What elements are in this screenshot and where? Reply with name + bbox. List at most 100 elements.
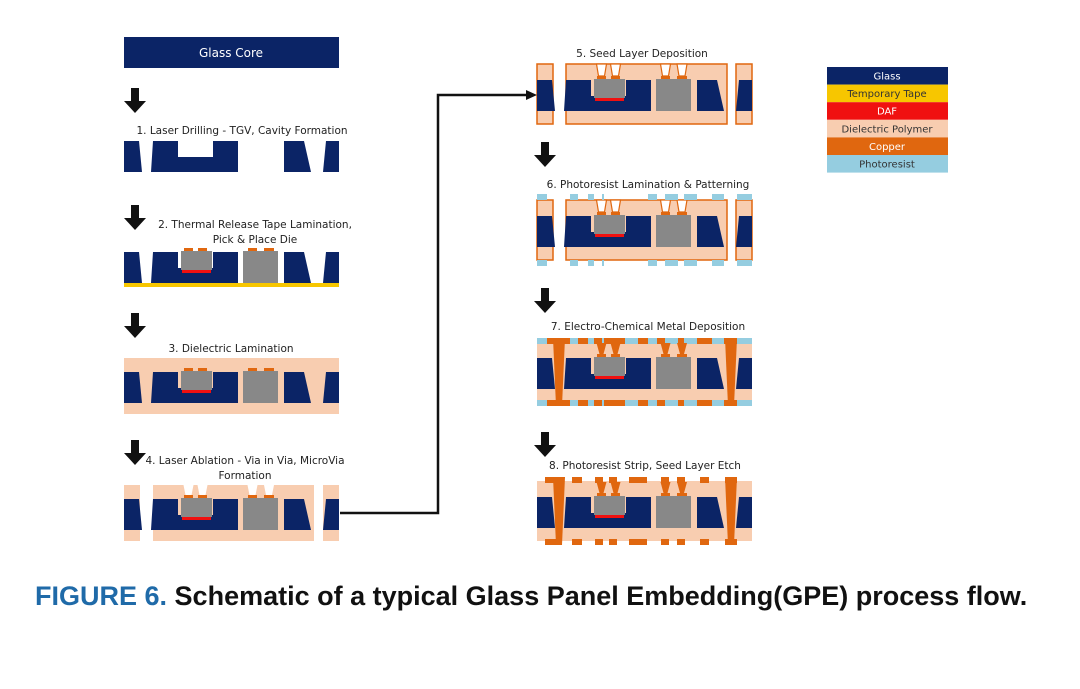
- die-2: [656, 79, 691, 111]
- glass-core: [537, 497, 555, 528]
- die-pad: [248, 248, 257, 251]
- legend-swatch-temporary-tape: [827, 84, 948, 103]
- glass-core: [697, 216, 724, 247]
- down-arrow-icon: [534, 142, 556, 167]
- copper-pad: [678, 338, 684, 344]
- die-pad: [661, 212, 670, 215]
- glass-core: [323, 372, 339, 403]
- glass-core: [323, 499, 339, 530]
- photoresist-pattern: [684, 194, 697, 200]
- die-pad: [611, 493, 620, 496]
- die-pad: [264, 368, 274, 371]
- microvia-copper: [660, 482, 671, 493]
- tgv-copper-pillar: [725, 338, 737, 406]
- die-pad: [677, 354, 687, 357]
- glass-core-label: Glass Core: [199, 46, 263, 60]
- tgv-copper-pillar: [725, 477, 737, 545]
- tgv-copper-pillar: [553, 477, 565, 545]
- glass-core: [537, 358, 555, 389]
- photoresist-pattern: [570, 194, 578, 200]
- step-5-schematic: [536, 63, 753, 125]
- photoresist-pattern: [648, 194, 657, 200]
- copper-pad: [700, 477, 709, 483]
- microvia-opening: [659, 199, 672, 213]
- microvia-opening: [595, 199, 608, 213]
- copper-pad: [545, 539, 557, 545]
- die-pad: [597, 493, 606, 496]
- die-2: [243, 251, 278, 283]
- die-pad: [184, 248, 193, 251]
- glass-core: [124, 372, 142, 403]
- legend-swatch-photoresist: [827, 155, 948, 173]
- photoresist-pattern: [737, 260, 752, 266]
- die-pad: [677, 76, 687, 79]
- daf-layer: [595, 98, 624, 101]
- die-pad: [597, 76, 606, 79]
- copper-pad: [578, 400, 588, 406]
- photoresist-pattern: [588, 260, 594, 266]
- die-1: [594, 79, 625, 98]
- caption-text: Schematic of a typical Glass Panel Embed…: [174, 581, 1028, 611]
- die-pad: [264, 248, 274, 251]
- glass-core: [564, 497, 651, 528]
- daf-layer: [182, 517, 211, 520]
- daf-layer: [182, 390, 211, 393]
- legend-swatch-copper: [827, 137, 948, 155]
- legend-label: Glass: [873, 72, 900, 83]
- microvia-opening: [183, 485, 194, 495]
- step-7-label: 7. Electro-Chemical Metal Deposition: [551, 321, 745, 333]
- copper-pad: [697, 400, 712, 406]
- die-pad: [597, 354, 606, 357]
- copper-pad: [578, 338, 588, 344]
- photoresist-pattern: [712, 260, 724, 266]
- step-3-schematic: [124, 358, 339, 414]
- copper-pad: [572, 539, 582, 545]
- die-pad: [184, 495, 193, 498]
- copper-pad: [629, 539, 647, 545]
- copper-pad: [638, 338, 648, 344]
- die-1: [181, 371, 212, 390]
- copper-pad: [604, 338, 625, 344]
- step-6-label: 6. Photoresist Lamination & Patterning: [547, 179, 750, 191]
- glass-core: [736, 216, 752, 247]
- figure-caption: FIGURE 6. Schematic of a typical Glass P…: [35, 578, 1045, 614]
- die-pad: [661, 354, 670, 357]
- legend-swatch-daf: [827, 102, 948, 120]
- glass-core: [323, 141, 339, 172]
- step-8-label: 8. Photoresist Strip, Seed Layer Etch: [549, 460, 741, 472]
- daf-layer: [595, 234, 624, 237]
- microvia-opening: [676, 63, 688, 77]
- glass-core: [697, 497, 724, 528]
- die-pad: [264, 495, 274, 498]
- die-pad: [611, 76, 620, 79]
- copper-pad: [657, 338, 665, 344]
- step-3-label: 3. Dielectric Lamination: [168, 343, 293, 355]
- down-arrow-icon: [124, 88, 146, 113]
- copper-pad: [545, 477, 557, 483]
- down-arrow-icon: [534, 288, 556, 313]
- copper-pad: [572, 477, 582, 483]
- copper-pad: [594, 400, 602, 406]
- legend-swatch-dielectric-polymer: [827, 119, 948, 138]
- glass-core: [736, 358, 752, 389]
- die-2: [656, 215, 691, 247]
- die-pad: [198, 495, 207, 498]
- copper-pad: [677, 477, 685, 483]
- glass-core: [736, 80, 752, 111]
- die-1: [594, 215, 625, 234]
- down-arrow-icon: [534, 432, 556, 457]
- die-1: [594, 357, 625, 376]
- glass-core: [151, 499, 238, 530]
- die-pad: [248, 495, 257, 498]
- die-2: [656, 496, 691, 528]
- legend-label: Copper: [869, 142, 906, 153]
- photoresist-pattern: [537, 260, 547, 266]
- copper-pad: [609, 539, 617, 545]
- photoresist-pattern: [570, 260, 578, 266]
- microvia-opening: [264, 485, 274, 495]
- glass-core: [564, 358, 651, 389]
- step-1-label: 1. Laser Drilling - TGV, Cavity Formatio…: [136, 125, 347, 137]
- microvia-copper: [677, 482, 687, 493]
